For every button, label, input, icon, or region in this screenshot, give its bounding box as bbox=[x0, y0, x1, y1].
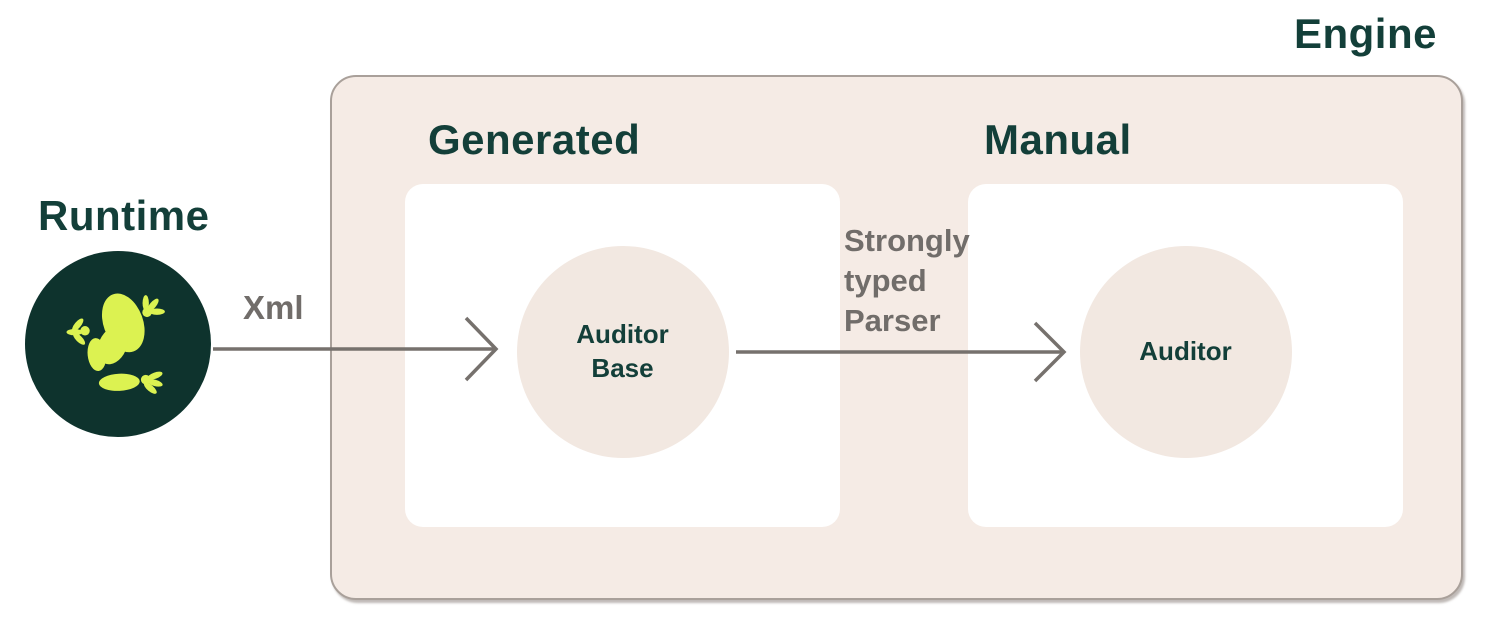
runtime-badge bbox=[25, 251, 211, 437]
auditor-node: Auditor bbox=[1079, 245, 1292, 458]
frog-icon bbox=[66, 293, 165, 394]
auditor-base-node: Auditor Base bbox=[516, 245, 729, 458]
manual-panel: Auditor bbox=[968, 184, 1403, 527]
manual-section-label: Manual bbox=[984, 116, 1132, 163]
generated-section-label: Generated bbox=[428, 116, 641, 163]
auditor-node-label: Auditor bbox=[1139, 335, 1232, 366]
parser-arrow-label: Strongly typed Parser bbox=[844, 223, 970, 338]
runtime-label: Runtime bbox=[38, 192, 210, 239]
generated-panel: Auditor Base bbox=[405, 184, 840, 527]
xml-arrow-label: Xml bbox=[243, 289, 304, 326]
engine-title: Engine bbox=[1293, 10, 1437, 57]
auditor-base-node-label: Auditor Base bbox=[576, 318, 669, 383]
